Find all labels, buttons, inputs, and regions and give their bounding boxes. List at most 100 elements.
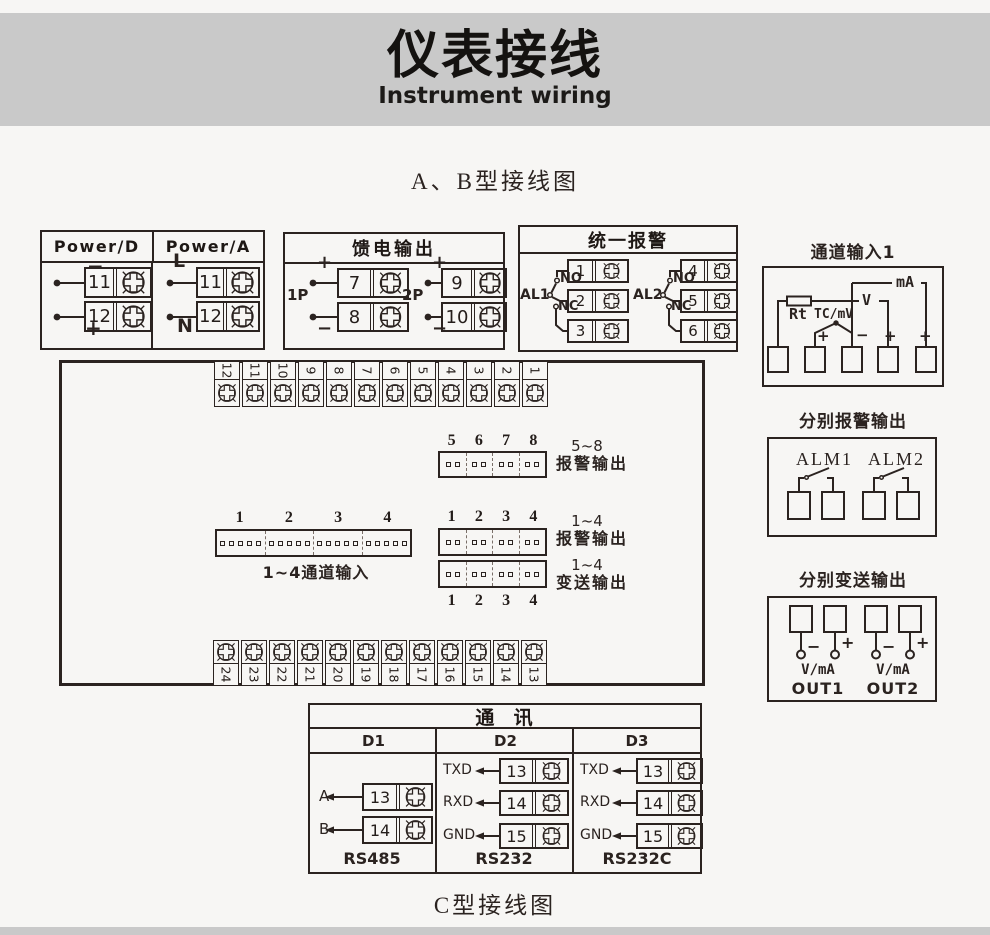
terminal: 19 [353, 640, 379, 686]
terminal-feed-7: 7 [337, 268, 409, 298]
alarm14-range: 1~4 [571, 512, 603, 530]
rs232c-label: RS232C [602, 849, 672, 868]
al2-label: AL2 [633, 287, 663, 303]
d3-rxd-label: RXD [580, 794, 611, 810]
feed-2p-label: 2P [402, 286, 424, 304]
screw-terminal-icon [523, 380, 547, 406]
caption-c-type: C型接线图 [433, 893, 557, 918]
terminal-comm-d1-14: 14 [362, 816, 433, 844]
terminal: 14 [493, 640, 519, 686]
feed-output-title: 馈电输出 [285, 234, 503, 264]
screw-terminal-icon [373, 304, 407, 330]
comm-divider-1 [435, 727, 437, 874]
terminal-feed-10: 10 [441, 302, 507, 332]
out1-plus: + [841, 633, 855, 652]
sep-trans-title: 分别变送输出 [799, 571, 907, 591]
screw-terminal-icon [355, 380, 379, 406]
out1-minus: − [807, 637, 821, 656]
top-terminal-strip: 12 11 10 9 8 7 6 5 4 3 2 1 [214, 361, 548, 407]
screw-terminal-icon [399, 818, 431, 842]
screw-terminal-icon [671, 760, 701, 782]
terminal: 6 [382, 361, 408, 407]
d3-gnd-label: GND [580, 827, 613, 843]
terminal-alarm-5: 5 [680, 289, 738, 313]
terminal-feed-8: 8 [337, 302, 409, 332]
d3-txd-label: TXD [580, 762, 609, 778]
screw-terminal-icon [438, 641, 462, 664]
out1-vma-label: V/mA [801, 662, 835, 678]
terminal: 24 [213, 640, 239, 686]
terminal-number: 3 [569, 321, 593, 341]
terminal-number: 2 [569, 291, 593, 311]
screw-terminal-icon [399, 785, 431, 809]
chan14-connector [215, 529, 412, 557]
rs485-b-label: B [319, 820, 330, 838]
comm-col-d3: D3 [625, 731, 649, 750]
comm-title: 通 讯 [310, 705, 700, 729]
d2-rxd-label: RXD [443, 794, 474, 810]
alarm58-label: 报警输出 [555, 454, 628, 473]
terminal: 4 [438, 361, 464, 407]
feed-9-plus: + [432, 252, 448, 273]
terminal: 5 [410, 361, 436, 407]
screw-terminal-icon [271, 380, 295, 406]
terminal: 23 [241, 640, 267, 686]
chan-sign-2: − [856, 326, 869, 344]
screw-terminal-icon [474, 304, 505, 330]
screw-terminal-icon [242, 641, 266, 664]
terminal-number: 12 [198, 303, 224, 330]
terminal: 17 [409, 640, 435, 686]
screw-terminal-icon [707, 321, 736, 341]
terminal-number: 6 [682, 321, 705, 341]
terminal-alarm-1: 1 [567, 259, 629, 283]
feed-output-box: 馈电输出 [283, 232, 505, 350]
terminal-number: 5 [682, 291, 705, 311]
terminal-number: 13 [364, 785, 397, 809]
power-a-header: Power/A [165, 237, 251, 256]
screw-terminal-icon [467, 380, 491, 406]
comm-divider-2 [572, 727, 574, 874]
terminal-number: 14 [364, 818, 397, 842]
d2-gnd-label: GND [443, 827, 476, 843]
terminal: 13 [521, 640, 547, 686]
terminal-number: 13 [501, 760, 533, 782]
d2-txd-label: TXD [443, 762, 472, 778]
terminal-number: 15 [638, 825, 669, 847]
alarm14-label: 报警输出 [555, 529, 628, 548]
screw-terminal-icon [116, 269, 150, 296]
terminal-comm-d2-15: 15 [499, 823, 569, 849]
chan-sign-4: + [919, 327, 932, 345]
screw-terminal-icon [411, 380, 435, 406]
chan-sign-1: + [817, 327, 830, 345]
terminal-alarm-6: 6 [680, 319, 738, 343]
screw-terminal-icon [595, 321, 627, 341]
alarm58-connector [438, 451, 547, 478]
trans14-connector [438, 560, 547, 588]
caption-ab-type: A、B型接线图 [411, 169, 579, 194]
terminal: 15 [465, 640, 491, 686]
trans14-label: 变送输出 [555, 573, 628, 592]
terminal: 2 [494, 361, 520, 407]
screw-terminal-icon [535, 760, 567, 782]
trans14-range: 1~4 [571, 556, 603, 574]
terminal: 22 [269, 640, 295, 686]
terminal-number: 7 [339, 270, 371, 296]
screw-terminal-icon [116, 303, 150, 330]
tc-mv-label: TC/mV [814, 307, 854, 322]
screw-terminal-icon [595, 291, 627, 311]
terminal-number: 1 [569, 261, 593, 281]
screw-terminal-icon [299, 380, 323, 406]
terminal-comm-d3-13: 13 [636, 758, 703, 784]
feed-1p-label: 1P [287, 286, 309, 304]
terminal: 8 [326, 361, 352, 407]
screw-terminal-icon [354, 641, 378, 664]
terminal: 12 [214, 361, 240, 407]
feed-10-minus: − [432, 318, 448, 339]
screw-terminal-icon [439, 380, 463, 406]
power-d-minus-sign: − [87, 254, 104, 278]
terminal-comm-d1-13: 13 [362, 783, 433, 811]
footer-band [0, 927, 990, 935]
terminal: 9 [298, 361, 324, 407]
terminal: 21 [297, 640, 323, 686]
